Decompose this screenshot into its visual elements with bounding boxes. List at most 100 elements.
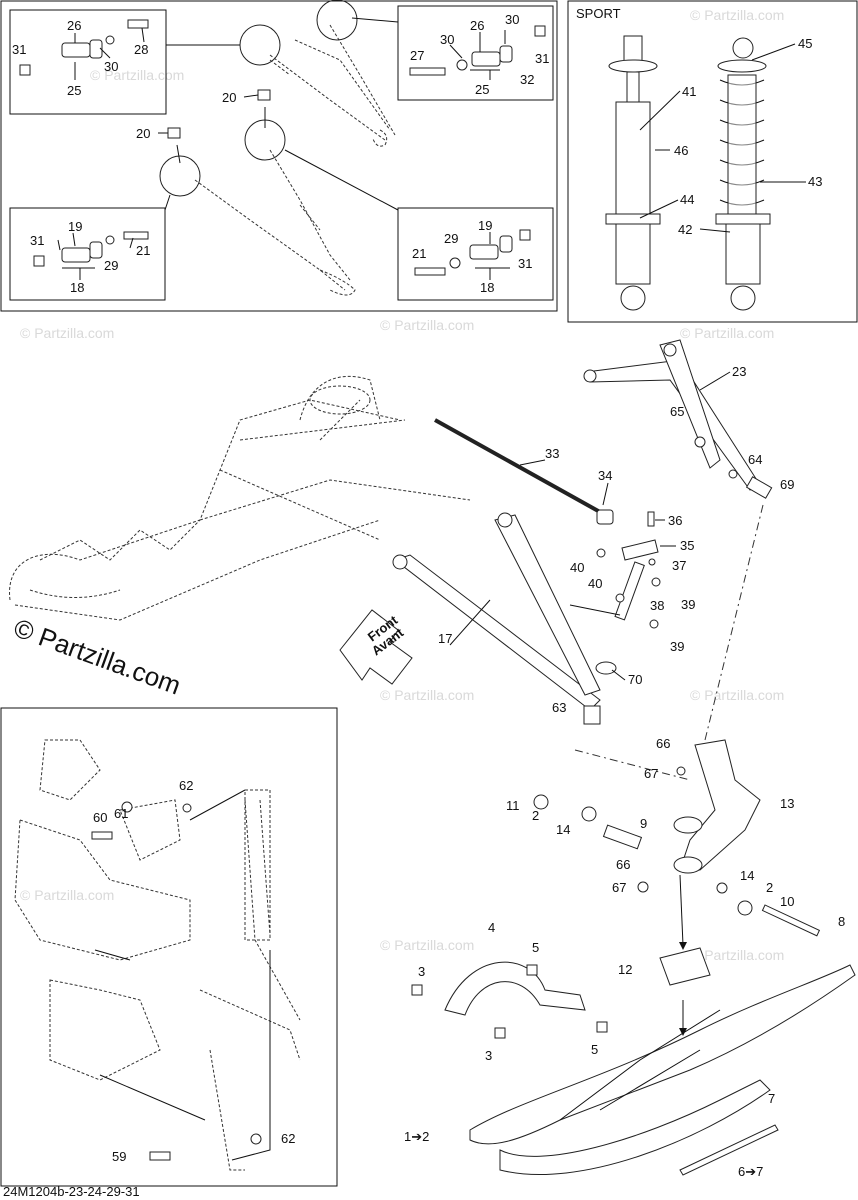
callout-label: 25 <box>475 82 489 97</box>
callout-label: 20 <box>136 126 150 141</box>
callout-label: 40 <box>570 560 584 575</box>
sport-label: SPORT <box>576 6 621 21</box>
callout-label: 30 <box>440 32 454 47</box>
stabilizer-link-parts <box>596 509 661 629</box>
callout-label: 9 <box>640 816 647 831</box>
callout-label: 31 <box>30 233 44 248</box>
shock-absorber-left <box>605 35 661 311</box>
svg-text:© Partzilla.com: © Partzilla.com <box>380 317 474 333</box>
svg-text:© Partzilla.com: © Partzilla.com <box>690 687 784 703</box>
callout-label: 19 <box>68 219 82 234</box>
callout-label: 10 <box>780 894 794 909</box>
svg-text:© Partzilla.com: © Partzilla.com <box>680 325 774 341</box>
callout-label: 7 <box>768 1091 775 1106</box>
callout-label: 12 <box>618 962 632 977</box>
callout-label: 46 <box>674 143 688 158</box>
hardware-lower-right <box>414 229 531 276</box>
callout-label: 65 <box>670 404 684 419</box>
front-direction-arrow: Front Avant <box>339 609 413 685</box>
callout-label: 62 <box>281 1131 295 1146</box>
callout-label: 4 <box>488 920 495 935</box>
callout-label: 17 <box>438 631 452 646</box>
upper-a-arm-drawing <box>166 0 399 147</box>
callout-label: 62 <box>179 778 193 793</box>
callout-label: 26 <box>67 18 81 33</box>
callout-label: 42 <box>678 222 692 237</box>
callout-label: 5 <box>532 940 539 955</box>
callout-label: 60 <box>93 810 107 825</box>
callout-label: 39 <box>681 597 695 612</box>
callout-label: 63 <box>552 700 566 715</box>
callout-label: 2 <box>766 880 773 895</box>
callout-label: 29 <box>104 258 118 273</box>
svg-text:© Partzilla.com: © Partzilla.com <box>380 937 474 953</box>
callout-label: 30 <box>505 12 519 27</box>
lower-a-arm-drawing <box>159 89 399 296</box>
callout-label: 35 <box>680 538 694 553</box>
spindle-drawing <box>533 739 821 937</box>
callout-label: 18 <box>480 280 494 295</box>
callout-label: 66 <box>616 857 630 872</box>
watermark-layer: © Partzilla.com © Partzilla.com © Partzi… <box>20 7 784 963</box>
callout-label: 21 <box>412 246 426 261</box>
svg-text:© Partzilla.com: © Partzilla.com <box>90 67 184 83</box>
callout-labels: 31 26 28 30 25 27 30 26 30 31 32 25 20 2… <box>12 12 845 1179</box>
callout-label: 66 <box>656 736 670 751</box>
figure-code: 24M1204b-23-24-29-31 <box>3 1184 140 1199</box>
callout-label: 33 <box>545 446 559 461</box>
callout-label: 30 <box>104 59 118 74</box>
leader-lines <box>57 27 806 681</box>
callout-label: 41 <box>682 84 696 99</box>
callout-label: 31 <box>535 51 549 66</box>
callout-label: 39 <box>670 639 684 654</box>
svg-text:© Partzilla.com: © Partzilla.com <box>690 947 784 963</box>
callout-label: 8 <box>838 914 845 929</box>
callout-label: 29 <box>444 231 458 246</box>
lower-a-arm-right <box>392 512 617 725</box>
callout-label: 14 <box>740 868 754 883</box>
callout-label: 40 <box>588 576 602 591</box>
callout-label: 31 <box>518 256 532 271</box>
callout-label: 70 <box>628 672 642 687</box>
callout-label: 11 <box>506 798 520 813</box>
callout-label: 64 <box>748 452 762 467</box>
callout-label: 23 <box>732 364 746 379</box>
callout-label: 67 <box>644 766 658 781</box>
bottom-left-frame-drawing <box>14 739 301 1171</box>
callout-label: 1➔2 <box>404 1129 429 1144</box>
callout-label: 34 <box>598 468 612 483</box>
inset-box-lower-right <box>397 207 554 301</box>
callout-label: 6➔7 <box>738 1164 763 1179</box>
hardware-lower-left <box>33 231 149 267</box>
callout-label: 18 <box>70 280 84 295</box>
upper-a-arm-right <box>583 339 773 499</box>
callout-label: 5 <box>591 1042 598 1057</box>
callout-label: 21 <box>136 243 150 258</box>
sport-shock-panel <box>567 0 858 323</box>
svg-text:© Partzilla.com: © Partzilla.com <box>20 325 114 341</box>
callout-label: 36 <box>668 513 682 528</box>
callout-label: 19 <box>478 218 492 233</box>
callout-label: 31 <box>12 42 26 57</box>
callout-label: 26 <box>470 18 484 33</box>
callout-label: 20 <box>222 90 236 105</box>
ski-drawing <box>469 947 856 1176</box>
svg-text:© Partzilla.com: © Partzilla.com <box>380 687 474 703</box>
callout-label: 13 <box>780 796 794 811</box>
callout-label: 69 <box>780 477 794 492</box>
callout-label: 3 <box>418 964 425 979</box>
callout-label: 43 <box>808 174 822 189</box>
callout-label: 14 <box>556 822 570 837</box>
callout-label: 37 <box>672 558 686 573</box>
bottom-left-panel <box>0 707 338 1187</box>
partzilla-logo-text: © Partzilla.com <box>10 612 185 700</box>
svg-text:© Partzilla.com: © Partzilla.com <box>690 7 784 23</box>
top-left-panel <box>0 0 558 312</box>
ski-handle-drawing <box>411 961 608 1039</box>
callout-label: 3 <box>485 1048 492 1063</box>
chassis-drawing <box>9 375 471 621</box>
inset-box-lower-left <box>9 207 166 301</box>
shock-absorber-right <box>715 37 771 311</box>
callout-label: 27 <box>410 48 424 63</box>
